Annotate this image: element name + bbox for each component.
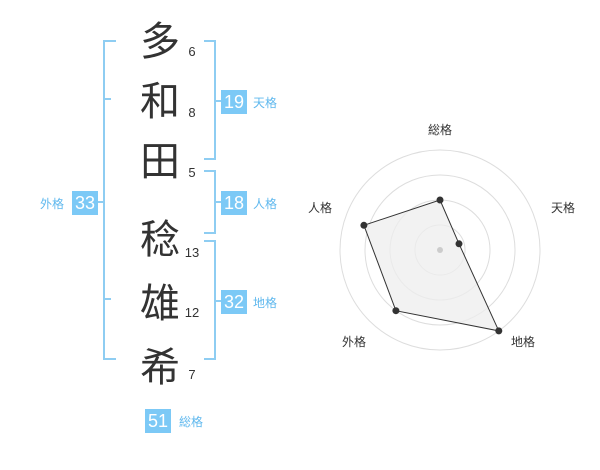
gaikaku-value-badge: 33 — [72, 191, 99, 215]
tenkaku-label: 天格 — [253, 96, 278, 110]
name-char-3: 田 — [140, 139, 180, 185]
radar-grid-ring — [339, 149, 541, 351]
radar-axis-label-tenkaku: 天格 — [551, 201, 576, 215]
radar-center-dot — [437, 247, 443, 253]
radar-point-5 — [360, 221, 368, 229]
radar-axis-label-chikaku: 地格 — [511, 335, 536, 349]
gaikaku-label: 外格 — [40, 197, 65, 211]
name-char-5: 雄 — [140, 281, 180, 327]
stroke-count-1: 6 — [188, 44, 196, 59]
soukaku-value-badge: 51 — [145, 409, 172, 433]
stroke-count-4: 13 — [184, 245, 200, 260]
fortune-radar-chart — [339, 149, 541, 351]
radar-point-2 — [455, 240, 463, 248]
stroke-count-6: 7 — [188, 367, 196, 382]
stroke-count-2: 8 — [188, 105, 196, 120]
radar-point-4 — [392, 307, 400, 315]
name-char-1: 多 — [140, 19, 180, 65]
radar-grid-ring — [364, 174, 516, 326]
jinkaku-value-badge: 18 — [221, 191, 248, 215]
radar-axis-label-gaikaku: 外格 — [342, 335, 367, 349]
stroke-count-5: 12 — [184, 305, 200, 320]
radar-point-3 — [495, 327, 503, 335]
tenkaku-value-badge: 19 — [221, 90, 248, 114]
soukaku-label: 総格 — [179, 415, 204, 429]
radar-axis-label-jinkaku: 人格 — [308, 201, 333, 215]
chikaku-label: 地格 — [253, 296, 278, 310]
name-char-2: 和 — [140, 79, 180, 125]
stroke-count-3: 5 — [188, 165, 196, 180]
jinkaku-label: 人格 — [253, 197, 278, 211]
chikaku-value-badge: 32 — [221, 290, 248, 314]
radar-point-1 — [436, 196, 444, 204]
radar-score-polygon — [363, 199, 500, 332]
name-char-4: 稔 — [140, 217, 180, 263]
name-char-6: 希 — [140, 345, 180, 391]
radar-axis-label-soukaku: 総格 — [428, 123, 453, 137]
